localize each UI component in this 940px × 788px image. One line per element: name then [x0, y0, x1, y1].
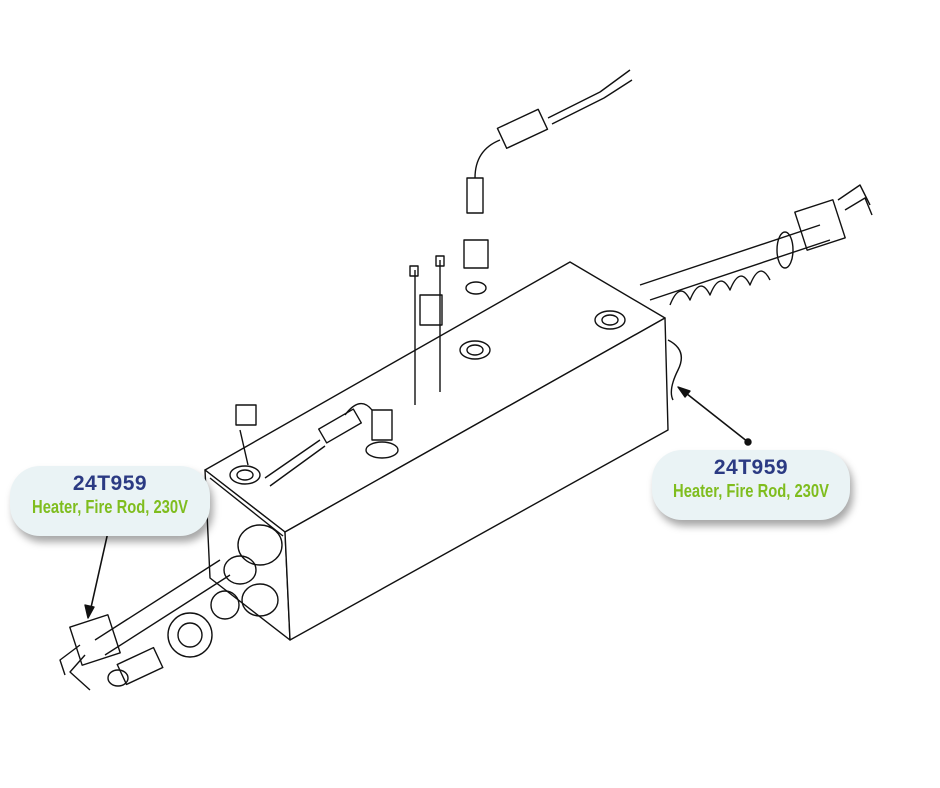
fire-rod-right: [639, 184, 873, 401]
part-number: 24T959: [72, 472, 148, 495]
top-ports: [229, 69, 633, 485]
thermostat: [264, 255, 445, 487]
part-number: 24T959: [713, 456, 789, 479]
heater-block: [204, 261, 669, 641]
fire-rod-left: [59, 524, 283, 691]
callout-right-fire-rod: 24T959 Heater, Fire Rod, 230V: [652, 450, 850, 520]
part-description: Heater, Fire Rod, 230V: [32, 497, 188, 517]
callout-left-fire-rod: 24T959 Heater, Fire Rod, 230V: [10, 466, 210, 536]
leader-arrows: [84, 386, 752, 619]
part-description: Heater, Fire Rod, 230V: [673, 481, 829, 501]
